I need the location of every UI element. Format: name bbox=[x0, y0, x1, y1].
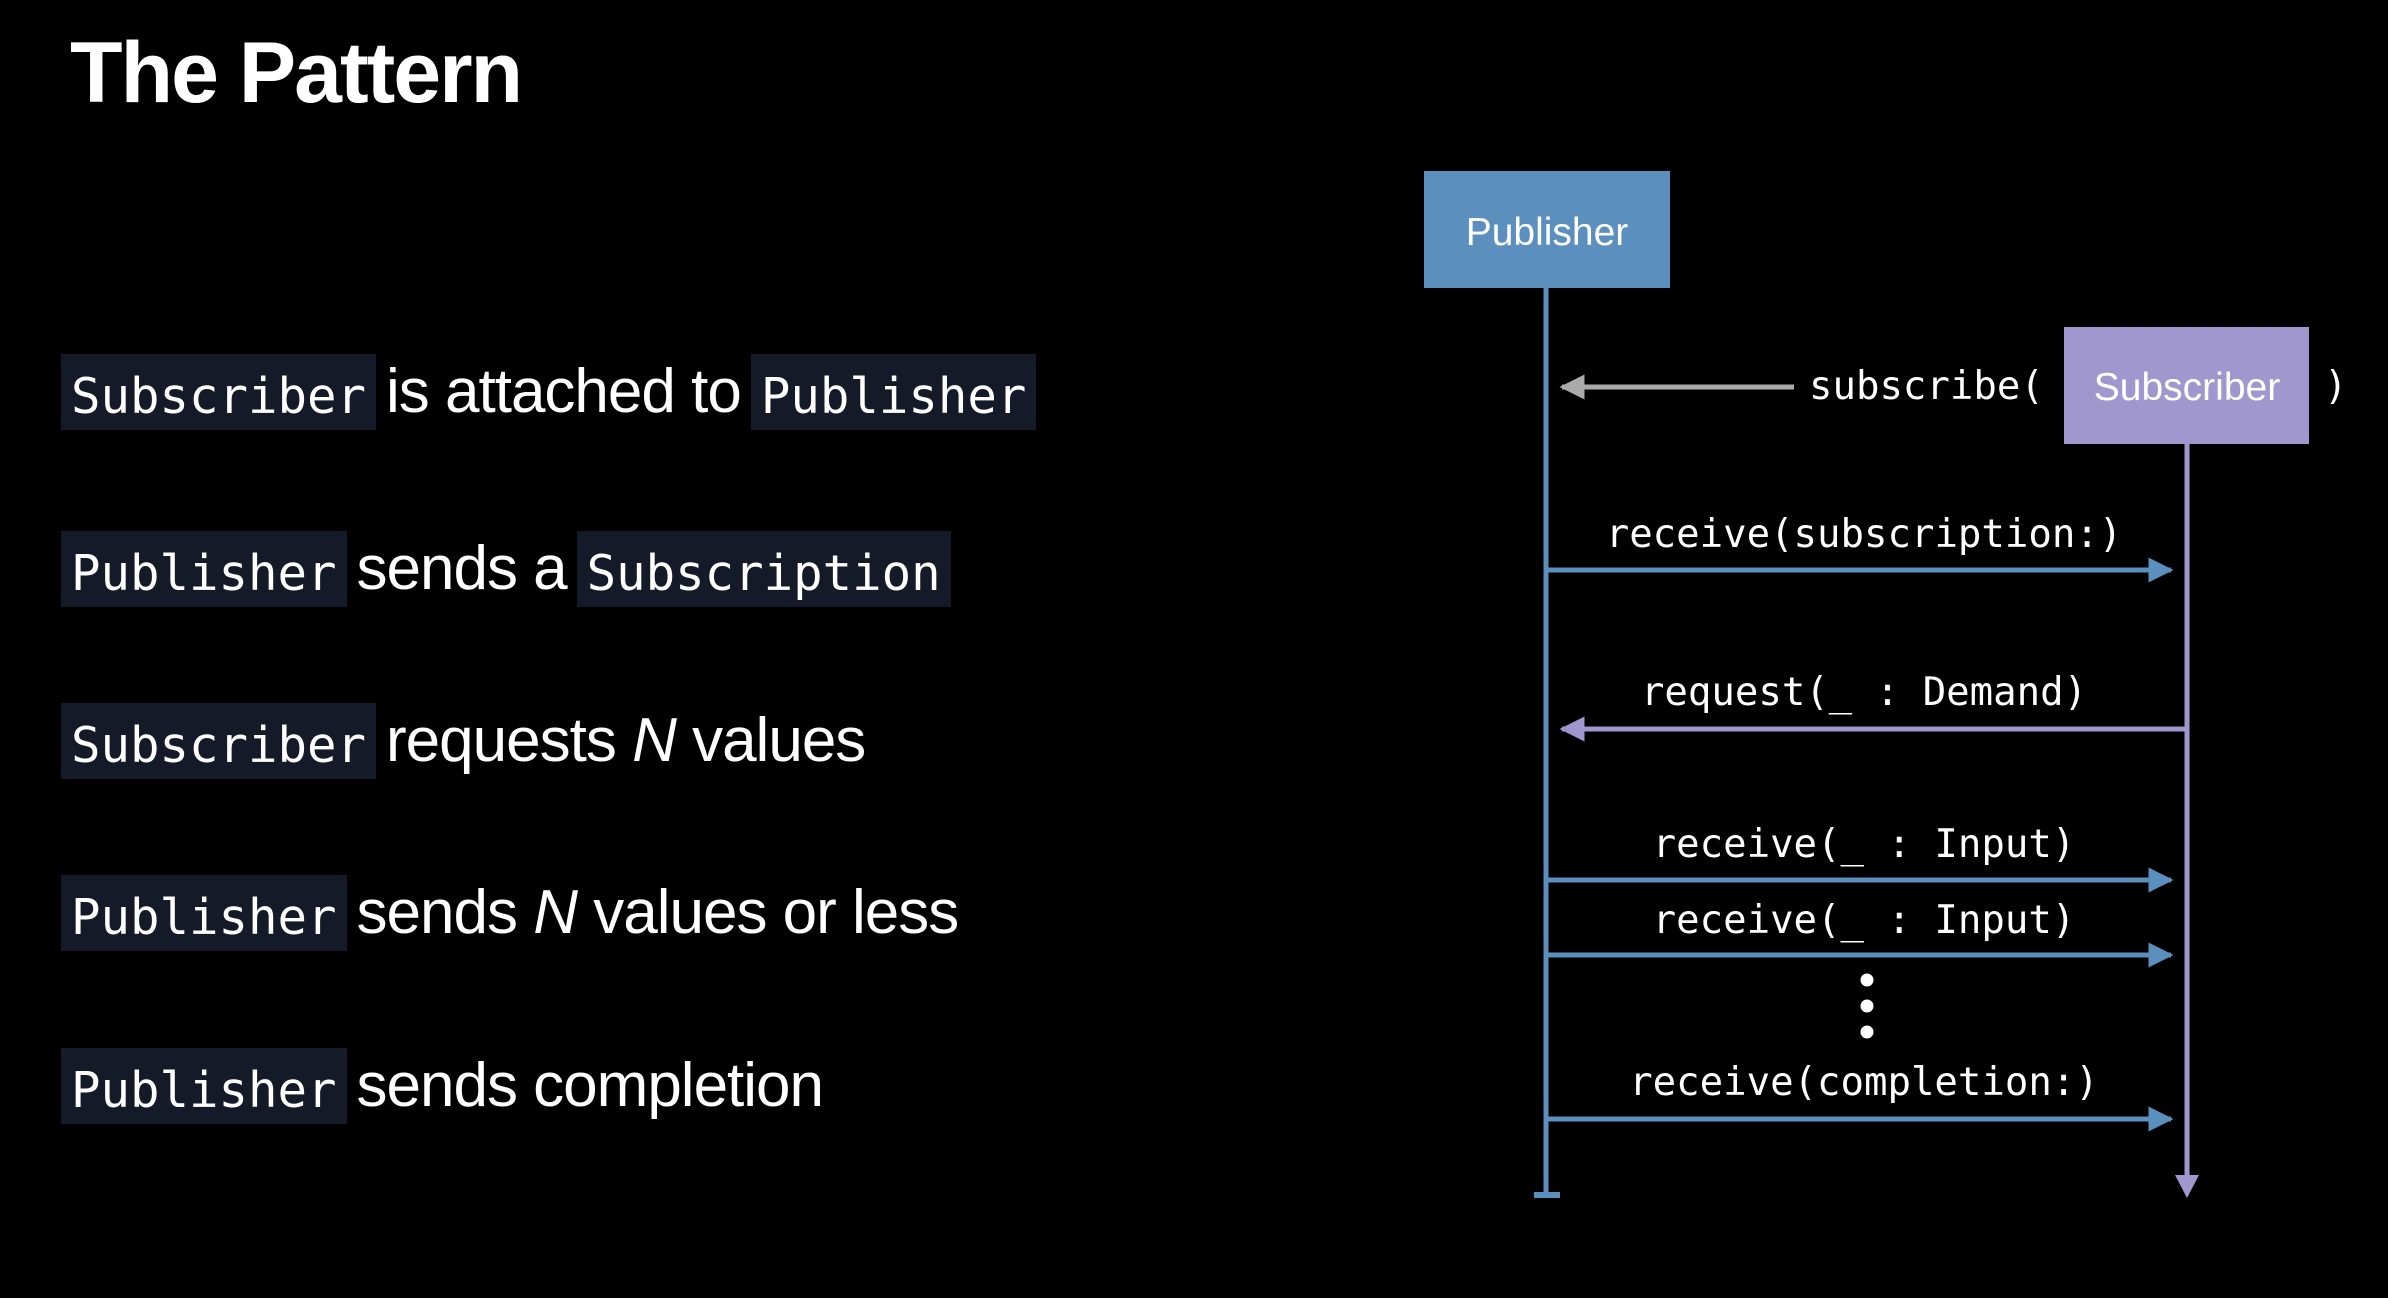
message-receive-input-2: receive(_ : Input) bbox=[1653, 898, 2076, 943]
subscriber-lifeline-arrowhead bbox=[2175, 1175, 2199, 1198]
bullet-italic-n: N bbox=[533, 878, 578, 947]
code-subscription: Subscription bbox=[576, 531, 951, 607]
bullet-text: is attached to bbox=[386, 357, 742, 426]
bullet-attach: Subscriber is attached to Publisher bbox=[61, 354, 1037, 430]
bullet-text: sends completion bbox=[356, 1051, 824, 1120]
bullet-completion: Publisher sends completion bbox=[61, 1048, 833, 1124]
bullet-text: requests N values bbox=[376, 703, 875, 779]
code-subscriber: Subscriber bbox=[61, 354, 377, 430]
message-receive-input-1: receive(_ : Input) bbox=[1653, 822, 2076, 867]
bullet-subscription: Publisher sends a Subscription bbox=[61, 531, 951, 607]
bullet-text-before: sends bbox=[356, 878, 518, 947]
code-publisher: Publisher bbox=[61, 531, 347, 607]
code-publisher: Publisher bbox=[750, 354, 1037, 430]
ellipsis-icon bbox=[1860, 973, 1874, 1039]
publisher-label: Publisher bbox=[1466, 211, 1629, 254]
bullet-text-after: values bbox=[692, 706, 866, 775]
message-receive-completion: receive(completion:) bbox=[1629, 1060, 2099, 1105]
bullet-text: sends a bbox=[356, 534, 568, 603]
publisher-box bbox=[1424, 171, 1670, 288]
bullet-text-before: requests bbox=[386, 706, 617, 775]
subscriber-label: Subscriber bbox=[2094, 366, 2280, 409]
bullet-request: Subscriber requests N values bbox=[61, 703, 875, 779]
page-title: The Pattern bbox=[70, 25, 523, 121]
code-publisher: Publisher bbox=[61, 875, 347, 951]
bullet-text-after: values or less bbox=[593, 878, 959, 947]
bullet-italic-n: N bbox=[632, 706, 677, 775]
bullet-text: sends N values or less bbox=[347, 875, 969, 951]
code-publisher: Publisher bbox=[61, 1048, 347, 1124]
message-receive-subscription: receive(subscription:) bbox=[1606, 512, 2123, 557]
subscribe-prefix: subscribe( bbox=[1809, 364, 2044, 409]
message-request-demand: request(_ : Demand) bbox=[1641, 670, 2087, 715]
code-subscriber: Subscriber bbox=[61, 703, 377, 779]
subscriber-box bbox=[2064, 327, 2309, 444]
subscribe-suffix: ) bbox=[2324, 364, 2347, 409]
bullet-send-values: Publisher sends N values or less bbox=[61, 875, 968, 951]
